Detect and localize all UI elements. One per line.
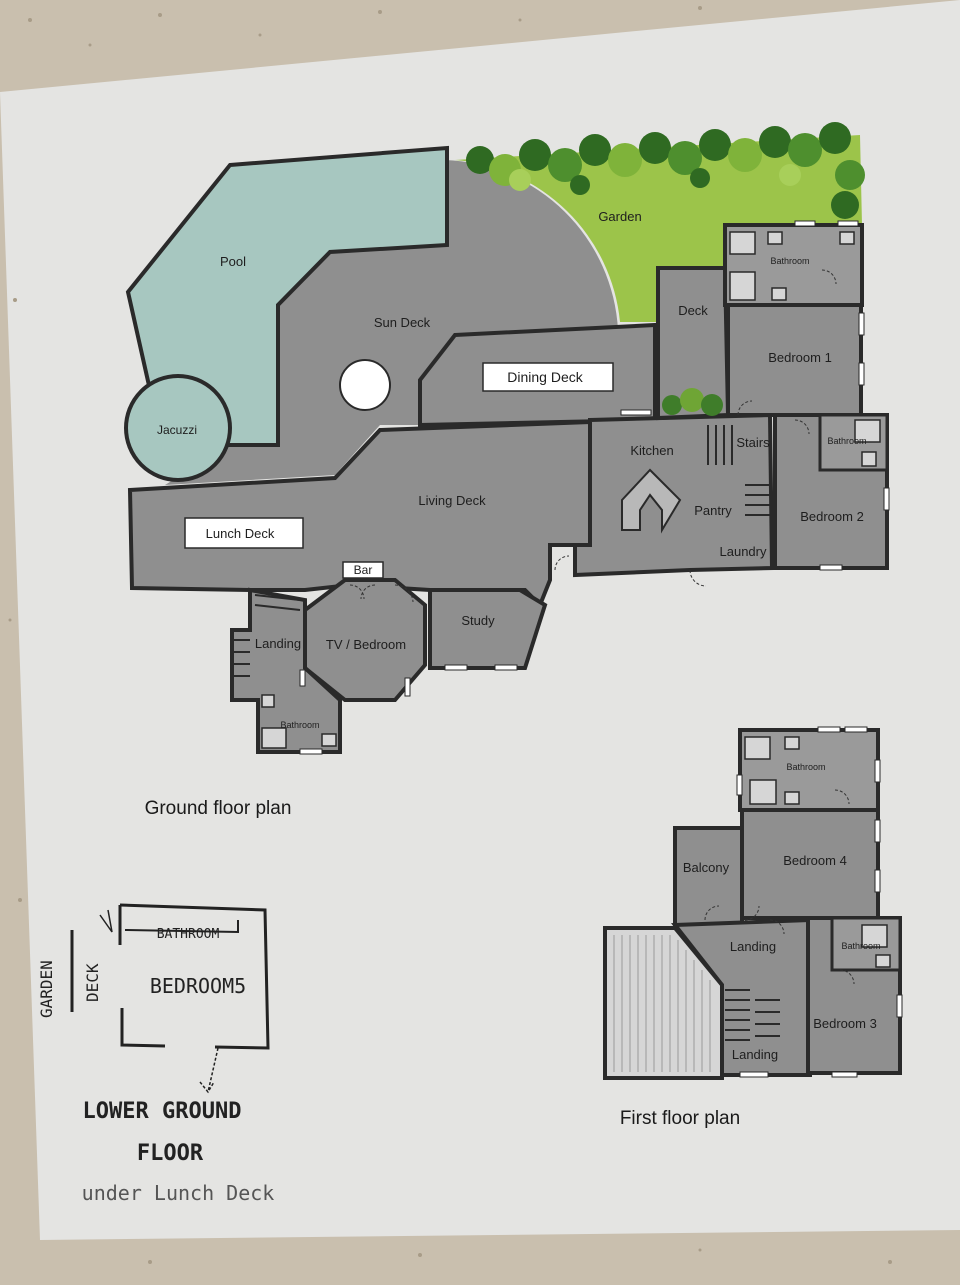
label-garden: Garden (598, 209, 641, 224)
label-lg-deck: DECK (83, 963, 102, 1002)
ground-floor-plan (124, 122, 890, 755)
bathroom-fixtures (261, 231, 881, 749)
lg-door-arrow (199, 1047, 219, 1094)
jacuzzi (124, 374, 232, 482)
countertop-speckles (8, 6, 892, 1264)
bedroom-4-area (740, 808, 880, 920)
lg-wall-top-right (119, 903, 270, 1050)
label-ff-bathroom-top: Bathroom (786, 762, 825, 772)
label-kitchen: Kitchen (630, 443, 673, 458)
label-bedroom-2: Bedroom 2 (800, 509, 864, 524)
label-bedroom-1: Bedroom 1 (768, 350, 832, 365)
label-laundry: Laundry (720, 544, 767, 559)
ground-windows (299, 220, 890, 755)
first-floor-title: First floor plan (620, 1108, 740, 1129)
ground-floor-title: Ground floor plan (145, 798, 292, 819)
study-area (428, 588, 548, 670)
label-lunch-deck: Lunch Deck (206, 526, 275, 541)
label-study: Study (461, 613, 495, 628)
bar-counter (342, 561, 384, 579)
lg-door-mark (99, 909, 113, 933)
label-lg-bathroom: BATHROOM (157, 927, 220, 942)
label-bedroom-4: Bedroom 4 (783, 853, 847, 868)
label-stairs: Stairs (736, 435, 770, 450)
label-landing: Landing (255, 636, 301, 651)
label-jacuzzi: Jacuzzi (157, 423, 197, 437)
labels: Pool Jacuzzi Sun Deck Garden Deck Dining… (37, 209, 881, 1205)
ff-fixtures (744, 736, 891, 968)
label-sun-deck: Sun Deck (374, 315, 431, 330)
label-ff-landing-lower: Landing (732, 1047, 778, 1062)
garden-lawn (455, 135, 862, 322)
roof-hatching (613, 935, 711, 1072)
label-pantry: Pantry (694, 503, 732, 518)
lunch-table (184, 517, 304, 549)
label-balcony: Balcony (683, 860, 730, 875)
ground-stairs (232, 425, 770, 677)
door-swings (349, 269, 837, 603)
lg-wall-left (118, 905, 166, 1048)
kitchen-island (621, 468, 682, 534)
lg-title-line2: FLOOR (137, 1141, 204, 1166)
label-deck: Deck (678, 303, 708, 318)
label-living-deck: Living Deck (418, 493, 486, 508)
label-ff-landing-upper: Landing (730, 939, 776, 954)
label-lg-bedroom5: BEDROOM5 (150, 974, 246, 998)
label-lg-garden: GARDEN (37, 960, 56, 1018)
label-bedroom-3: Bedroom 3 (813, 1016, 877, 1031)
lg-bathroom-wall (124, 920, 239, 934)
label-ff-bathroom-b3: Bathroom (841, 941, 880, 951)
deck-shrubs (662, 388, 723, 416)
first-floor-plan (603, 726, 903, 1080)
dining-table (482, 362, 614, 392)
lg-subtitle: under Lunch Deck (82, 1181, 275, 1205)
ff-windows (736, 726, 903, 1078)
label-bathroom-bottom: Bathroom (280, 720, 319, 730)
garden-trees (466, 122, 865, 219)
lower-ground-sketch (70, 903, 270, 1094)
sun-deck-round-table (339, 359, 391, 411)
label-bathroom-b1: Bathroom (770, 256, 809, 266)
ff-door-swings (704, 789, 855, 985)
roof-area (603, 926, 724, 1080)
label-bathroom-b2: Bathroom (827, 436, 866, 446)
ff-stairs (725, 989, 780, 1041)
label-bar: Bar (354, 563, 373, 577)
lg-title-line1: LOWER GROUND (83, 1099, 242, 1124)
landing-bath-area (230, 587, 342, 754)
label-tv-bedroom: TV / Bedroom (326, 637, 406, 652)
label-dining-deck: Dining Deck (507, 369, 583, 385)
pool (125, 145, 449, 447)
label-pool: Pool (220, 254, 246, 269)
